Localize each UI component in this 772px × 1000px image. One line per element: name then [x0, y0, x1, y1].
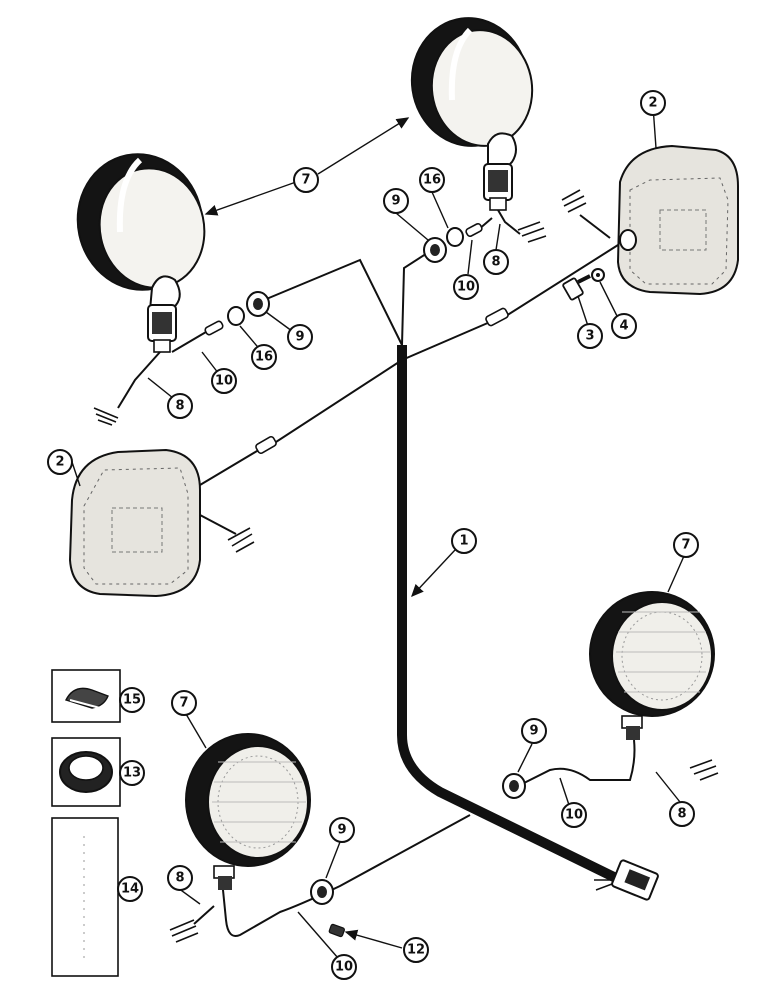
callout-10-mid-label: 10 — [565, 808, 583, 823]
callout-12-label: 12 — [407, 943, 425, 958]
callout-7-upper-label: 7 — [301, 173, 310, 188]
flood-lamp-upper-center — [410, 17, 534, 235]
harness-connector — [594, 859, 659, 901]
callout-7-lower-left: 7 — [171, 690, 197, 716]
callout-8-upper-center-label: 8 — [491, 255, 500, 270]
callout-10-lower: 10 — [331, 954, 357, 980]
splice-12 — [328, 923, 345, 938]
callout-10-mid: 10 — [561, 802, 587, 828]
callout-2-right: 2 — [640, 90, 666, 116]
ground-symbol-lr — [227, 527, 255, 553]
callout-9-lower-label: 9 — [337, 823, 346, 838]
callout-12: 12 — [403, 937, 429, 963]
callout-15: 15 — [119, 687, 145, 713]
callout-2-right-label: 2 — [648, 96, 657, 111]
grommet-lower-left — [310, 879, 334, 905]
callout-10-upper-left-label: 10 — [215, 374, 233, 389]
work-lamp-lower-left — [185, 733, 311, 890]
callout-8-lower-left-label: 8 — [175, 871, 184, 886]
callout-10-upper-center-label: 10 — [457, 280, 475, 295]
callout-13: 13 — [119, 760, 145, 786]
callout-15-label: 15 — [123, 693, 141, 708]
ground-symbol-ul — [93, 407, 119, 426]
callout-14: 14 — [117, 876, 143, 902]
callout-16-upper-center-label: 16 — [423, 173, 441, 188]
callout-3-label: 3 — [585, 329, 594, 344]
callout-1-label: 1 — [459, 534, 468, 549]
callout-9-mid-label: 9 — [529, 724, 538, 739]
callout-1: 1 — [451, 528, 477, 554]
callout-9-upper-center: 9 — [383, 188, 409, 214]
callout-8-upper-center: 8 — [483, 249, 509, 275]
ground-symbol-rr — [561, 189, 587, 213]
ground-symbol-lrl — [689, 759, 719, 781]
callout-8-lower-right-label: 8 — [677, 807, 686, 822]
callout-16-upper-left: 16 — [251, 344, 277, 370]
detail-box-15 — [51, 669, 121, 723]
leader-lines — [71, 105, 685, 959]
callout-10-lower-label: 10 — [335, 960, 353, 975]
callout-9-upper-left-label: 9 — [295, 330, 304, 345]
ground-symbol-uc — [517, 221, 547, 243]
flood-lamp-upper-left — [76, 153, 206, 409]
rear-lamp-left — [68, 448, 237, 598]
callout-16-upper-left-label: 16 — [255, 350, 273, 365]
callout-7-lower-right-label: 7 — [681, 538, 690, 553]
callout-8-upper-left: 8 — [167, 393, 193, 419]
bolt-and-nut — [562, 268, 605, 301]
callout-13-label: 13 — [123, 766, 141, 781]
branch-wires — [199, 244, 636, 937]
ground-symbol-lll — [169, 905, 215, 943]
callout-10-upper-center: 10 — [453, 274, 479, 300]
callout-8-lower-right: 8 — [669, 801, 695, 827]
callout-9-mid: 9 — [521, 718, 547, 744]
upper-center-connectors — [423, 217, 493, 263]
detail-box-14 — [51, 817, 119, 977]
main-harness — [397, 345, 659, 901]
callout-2-left: 2 — [47, 449, 73, 475]
upper-left-connectors — [171, 291, 270, 353]
callout-14-label: 14 — [121, 882, 139, 897]
callout-8-lower-left: 8 — [167, 865, 193, 891]
callout-10-upper-left: 10 — [211, 368, 237, 394]
grommet-lower-right — [502, 773, 526, 799]
callout-9-upper-center-label: 9 — [391, 194, 400, 209]
rear-lamp-right — [579, 144, 739, 296]
callout-7-lower-left-label: 7 — [179, 696, 188, 711]
callout-9-lower: 9 — [329, 817, 355, 843]
callout-8-upper-left-label: 8 — [175, 399, 184, 414]
callout-4: 4 — [611, 313, 637, 339]
callout-16-upper-center: 16 — [419, 167, 445, 193]
callout-7-lower-right: 7 — [673, 532, 699, 558]
callout-4-label: 4 — [619, 319, 628, 334]
callout-7-upper: 7 — [293, 167, 319, 193]
work-lamp-lower-right — [589, 591, 715, 740]
detail-box-13 — [51, 737, 121, 807]
callout-9-upper-left: 9 — [287, 324, 313, 350]
callout-3: 3 — [577, 323, 603, 349]
callout-2-left-label: 2 — [55, 455, 64, 470]
